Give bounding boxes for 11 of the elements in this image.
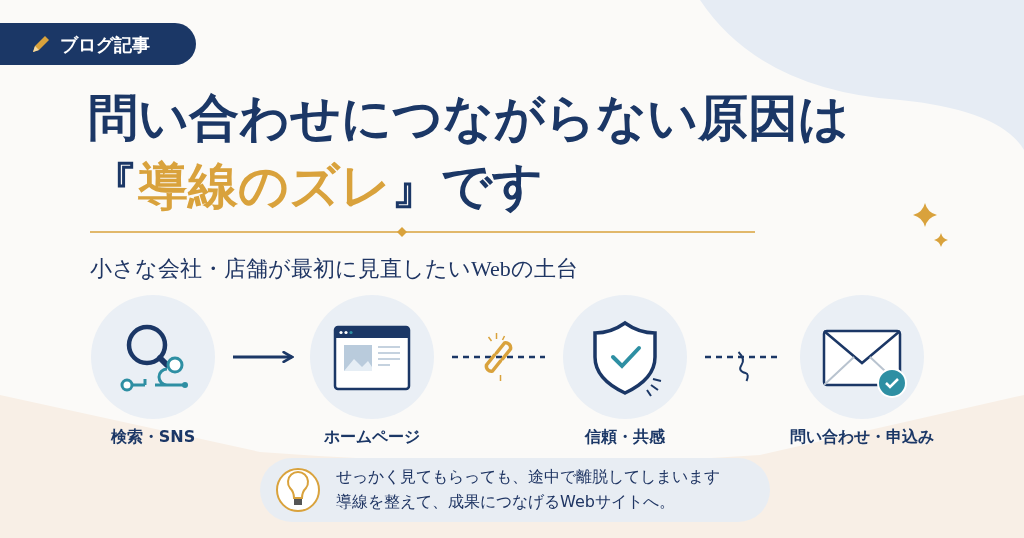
step-label: ホームページ — [323, 427, 421, 448]
step-label: 検索・SNS — [109, 427, 197, 448]
note-text: 導線を整えて、成果につなげるWebサイトへ。 — [336, 492, 675, 513]
title: 問い合わせにつながらない原因は『導線のズレ』です — [88, 89, 850, 216]
dashed-connector — [452, 355, 545, 359]
arrow — [233, 350, 294, 364]
step-label: 問い合わせ・申込み — [789, 427, 935, 448]
badge-label: ブログ記事 — [60, 33, 150, 57]
note-text: せっかく見てもらっても、途中で離脱してしまいます — [336, 467, 720, 488]
step-label: 信頼・共感 — [583, 427, 666, 448]
subtitle: 小さな会社・店舗が最初に見直したいWebの土台 — [90, 255, 578, 283]
